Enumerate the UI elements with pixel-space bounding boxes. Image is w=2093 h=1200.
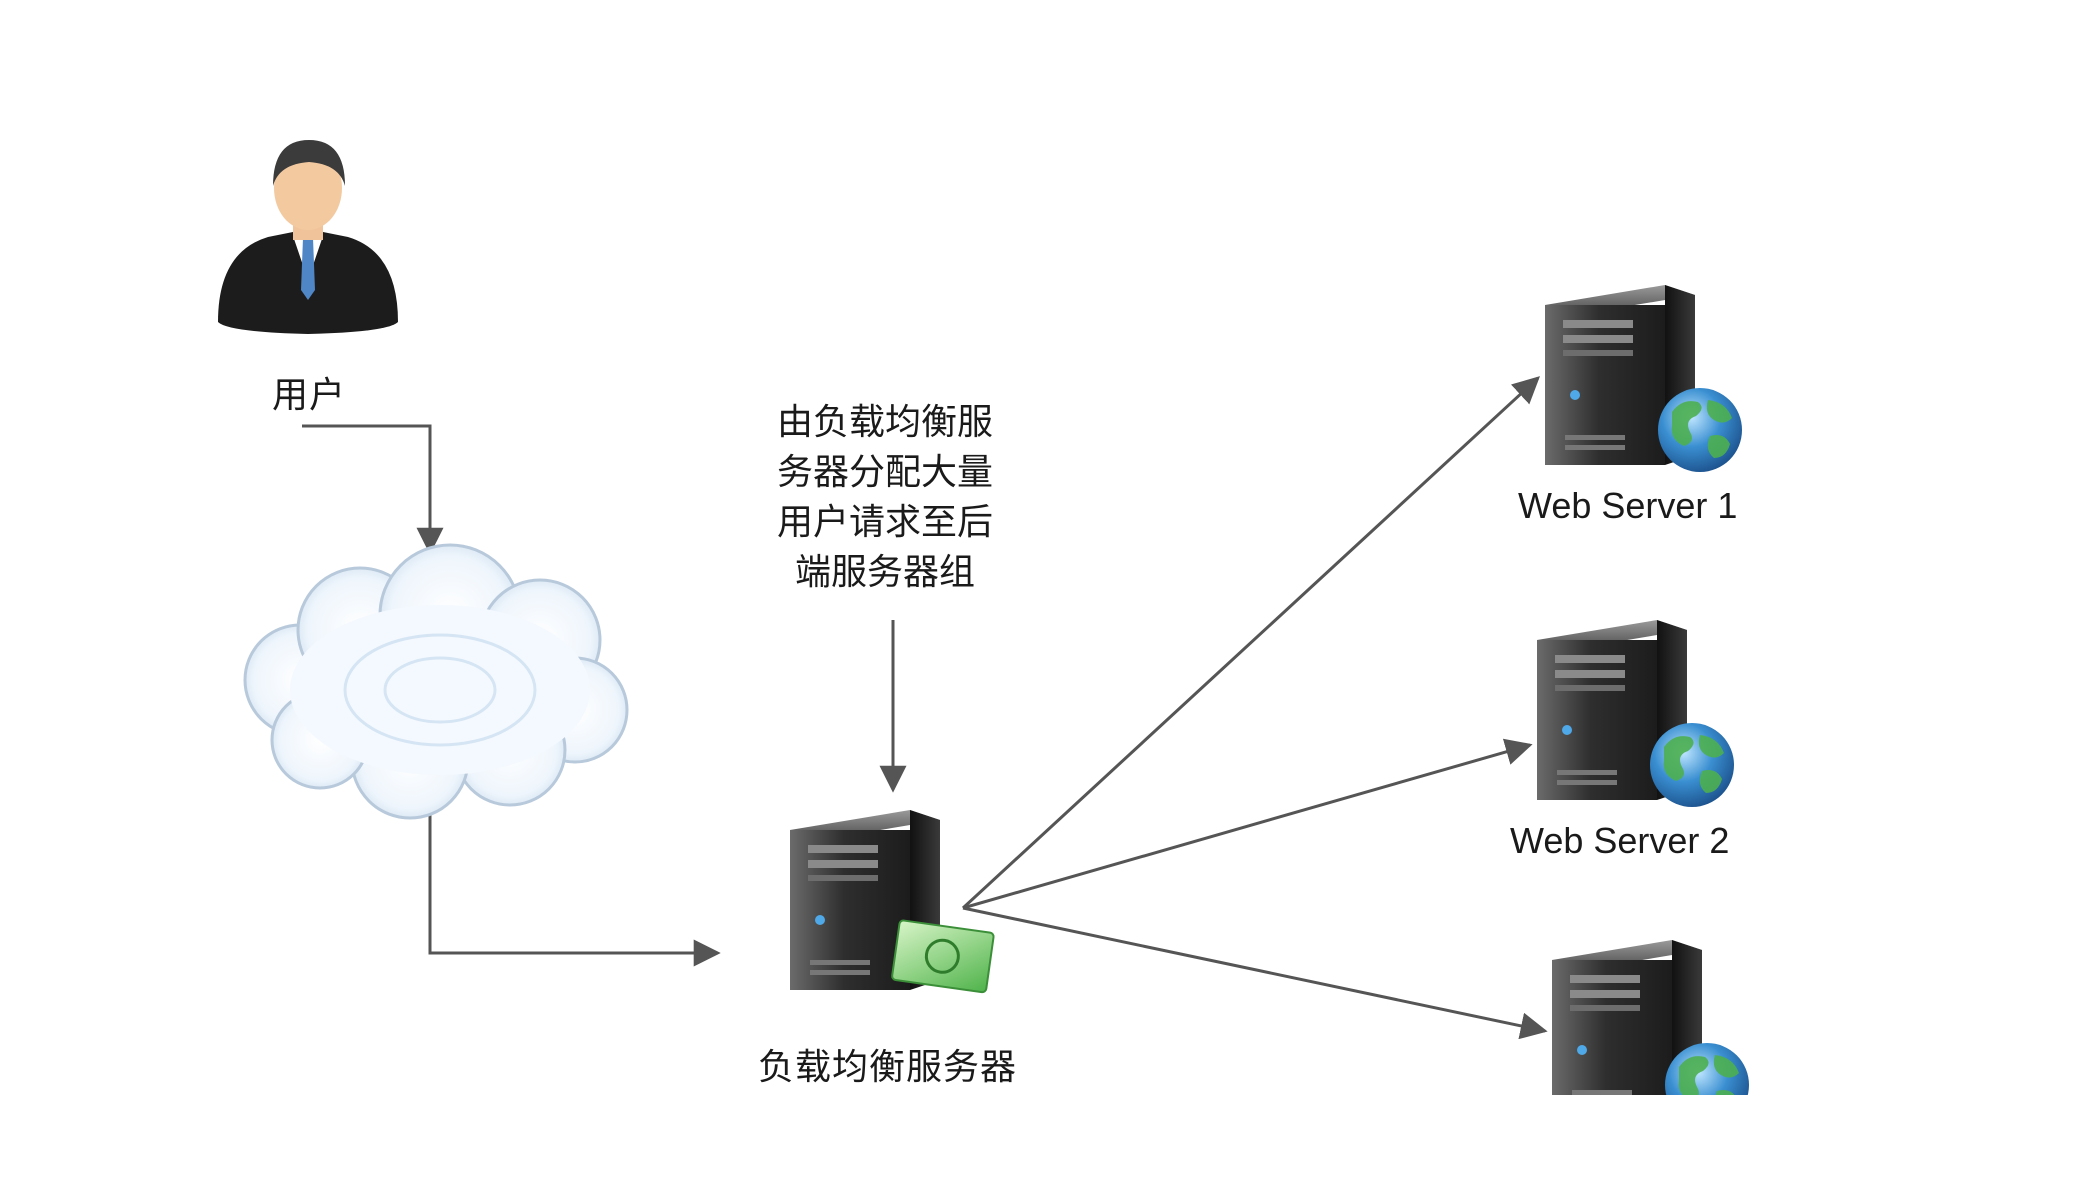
web-server-1-icon [1545, 285, 1742, 472]
bill-icon [891, 919, 995, 994]
load-balancer-label: 负载均衡服务器 [758, 1047, 1018, 1088]
annotation-line: 端服务器组 [794, 552, 975, 593]
lb-to-web-server-1-arrow [961, 376, 1540, 910]
lb-to-web-server-2-arrow [962, 738, 1533, 910]
annotation-line: 用户请求至后 [776, 502, 993, 543]
annotation-line: 由负载均衡服 [776, 402, 993, 443]
cloud-icon [243, 543, 629, 820]
annotation-text: 由负载均衡服 务器分配大量 用户请求至后 端服务器组 [740, 398, 1030, 598]
user-label: 用户 [272, 375, 347, 416]
lb-to-web-server-3-arrow [962, 906, 1548, 1040]
bottom-mask [0, 1095, 2093, 1200]
load-balancer-server-icon [790, 810, 995, 994]
connectors [302, 376, 1548, 1040]
web-server-2-icon [1537, 620, 1734, 807]
annotation-line: 务器分配大量 [776, 452, 993, 493]
user-to-cloud-arrow [302, 424, 444, 555]
user-icon [218, 140, 398, 334]
web-server-1-label: Web Server 1 [1518, 485, 1738, 526]
web-server-2-label: Web Server 2 [1510, 820, 1730, 861]
cloud-to-load-balancer-arrow [428, 782, 721, 967]
